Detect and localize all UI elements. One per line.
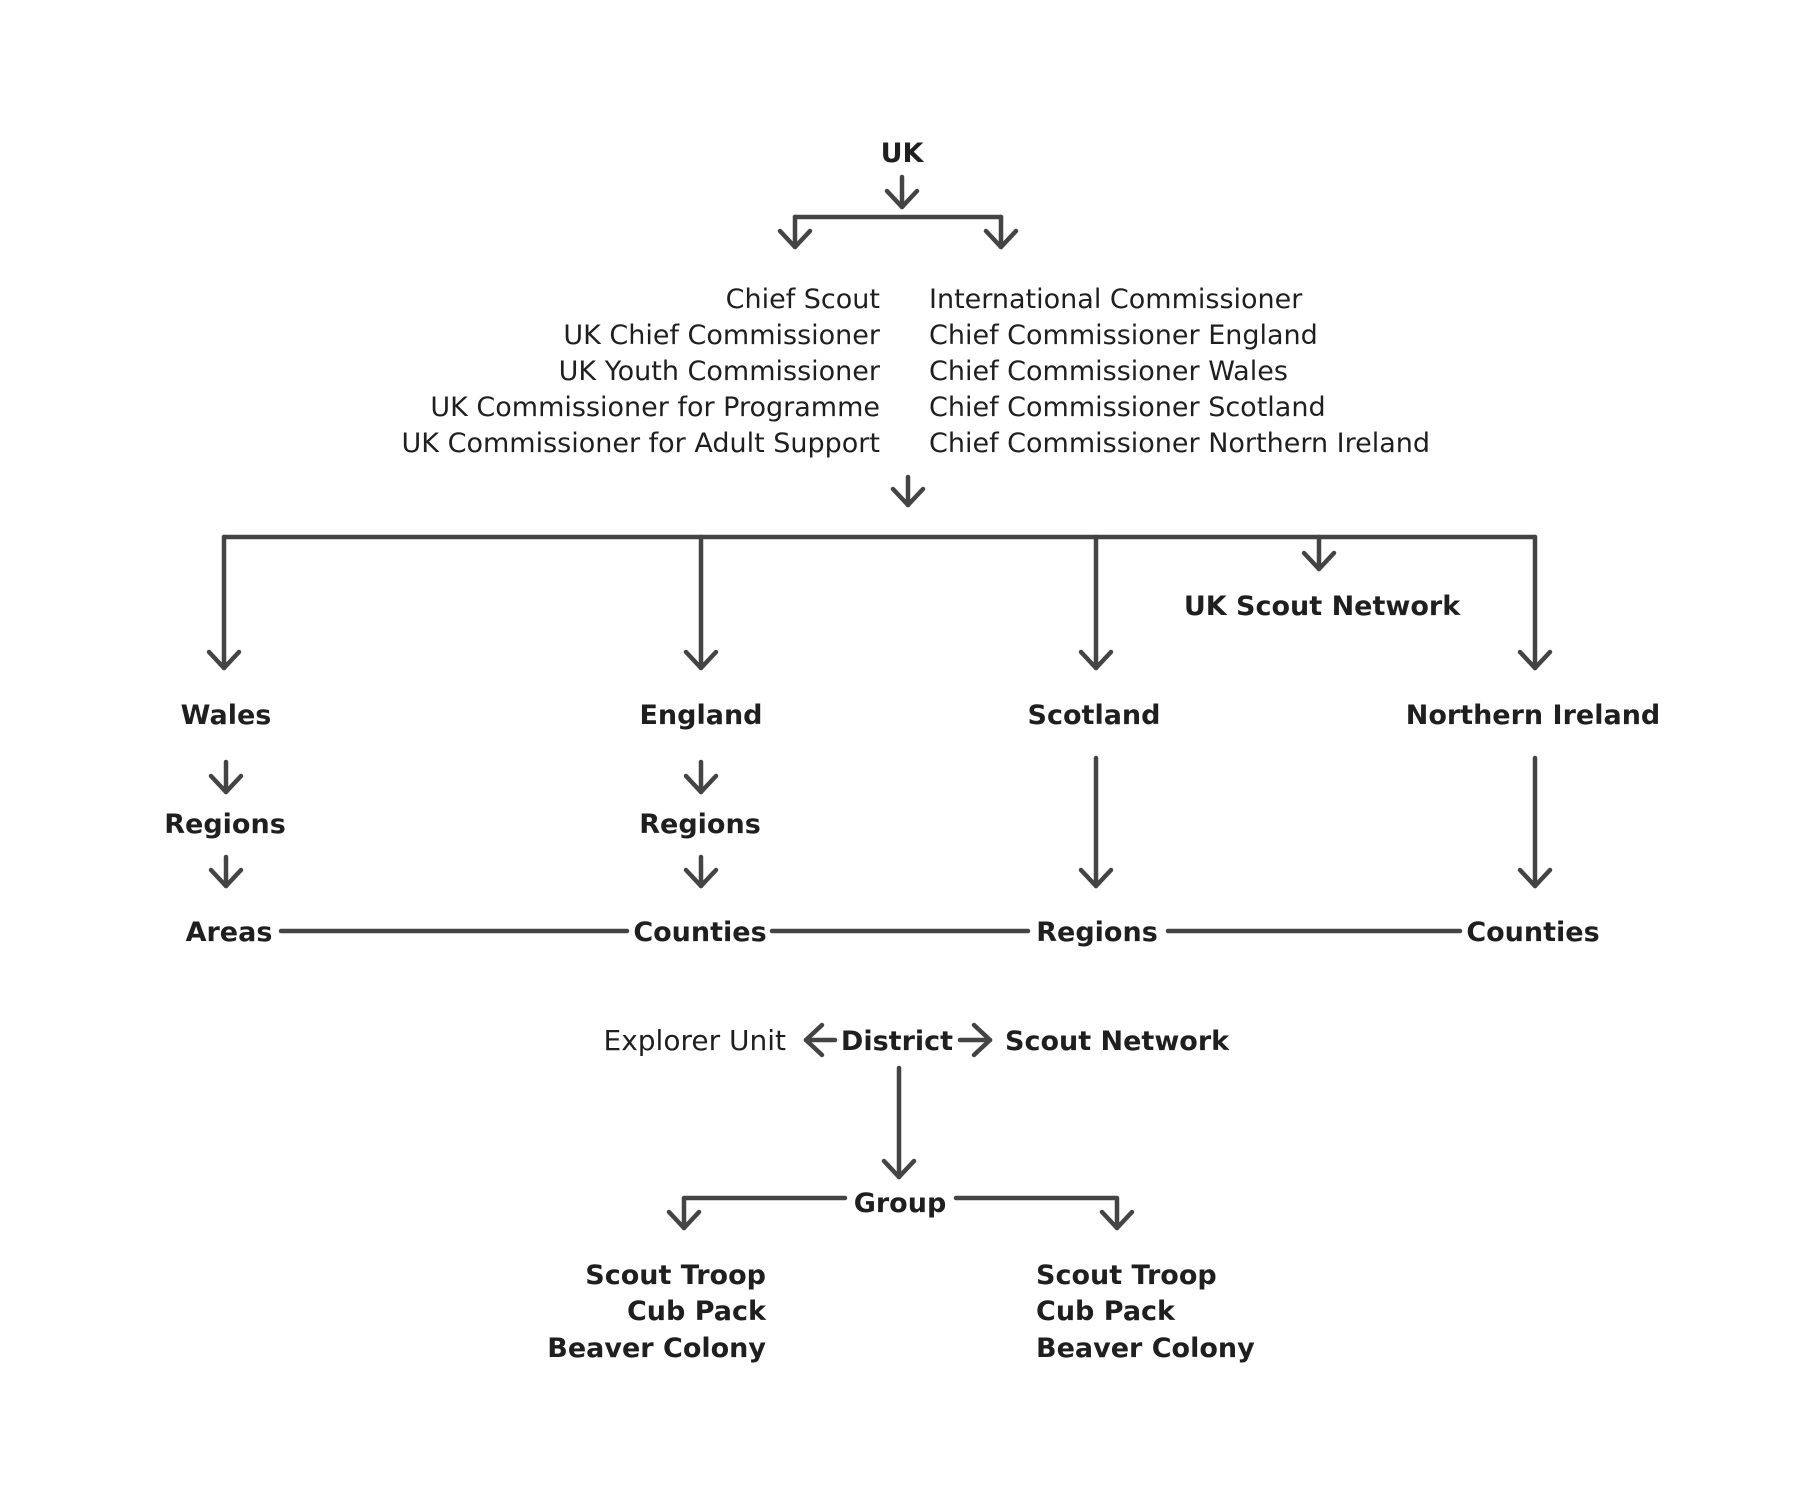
section-scout-troop-right: Scout Troop <box>1036 1260 1217 1291</box>
labels: UK Chief Scout UK Chief Commissioner UK … <box>164 138 1660 1364</box>
role-uk-chief-commissioner: UK Chief Commissioner <box>563 320 881 351</box>
node-explorer-unit: Explorer Unit <box>604 1024 787 1057</box>
role-uk-youth-commissioner: UK Youth Commissioner <box>559 356 881 387</box>
arrowhead-england <box>683 649 719 671</box>
connector-group-left <box>681 1195 848 1231</box>
node-england-regions: Regions <box>639 809 761 840</box>
node-areas: Areas <box>186 917 273 948</box>
node-england-counties: Counties <box>633 917 766 948</box>
role-international-commissioner: International Commissioner <box>929 284 1303 315</box>
arrowhead-wales <box>206 649 242 671</box>
arrowhead-group <box>881 1158 917 1180</box>
node-group: Group <box>854 1188 947 1219</box>
role-chief-commissioner-scotland: Chief Commissioner Scotland <box>929 392 1326 423</box>
section-beaver-colony-right: Beaver Colony <box>1036 1333 1255 1364</box>
node-district: District <box>841 1026 953 1057</box>
connector-group-right <box>953 1195 1120 1231</box>
arrowhead-ni-counties <box>1517 867 1553 889</box>
arrowhead-sections-right <box>1099 1209 1135 1231</box>
leadership-right-list: International Commissioner Chief Commiss… <box>929 284 1430 459</box>
arrowhead-wales-regions <box>208 773 244 795</box>
arrowhead-uk-scout-network <box>1301 550 1337 572</box>
node-scotland-regions: Regions <box>1036 917 1158 948</box>
arrowhead-leadership-left <box>777 228 813 250</box>
arrowhead-leadership-right <box>983 228 1019 250</box>
node-england: England <box>639 700 762 731</box>
section-beaver-colony-left: Beaver Colony <box>547 1333 766 1364</box>
connectors <box>206 174 1553 1231</box>
section-scout-troop-left: Scout Troop <box>585 1260 766 1291</box>
role-chief-commissioner-england: Chief Commissioner England <box>929 320 1318 351</box>
arrowhead-scout-network <box>971 1022 993 1058</box>
section-cub-pack-left: Cub Pack <box>627 1296 767 1327</box>
node-scout-network: Scout Network <box>1005 1026 1230 1057</box>
arrowhead-england-regions <box>683 773 719 795</box>
node-northern-ireland: Northern Ireland <box>1406 700 1661 731</box>
node-wales: Wales <box>181 700 272 731</box>
node-ni-counties: Counties <box>1466 917 1599 948</box>
leadership-left-list: Chief Scout UK Chief Commissioner UK You… <box>402 284 881 459</box>
sections-left-list: Scout Troop Cub Pack Beaver Colony <box>547 1260 767 1364</box>
role-chief-scout: Chief Scout <box>726 284 880 315</box>
arrowhead-scotland-regions <box>1078 867 1114 889</box>
section-cub-pack-right: Cub Pack <box>1036 1296 1176 1327</box>
sections-right-list: Scout Troop Cub Pack Beaver Colony <box>1036 1260 1255 1364</box>
role-chief-commissioner-northern-ireland: Chief Commissioner Northern Ireland <box>929 428 1430 459</box>
arrowhead-scotland <box>1078 649 1114 671</box>
arrowhead-uk <box>884 188 920 210</box>
node-uk-scout-network: UK Scout Network <box>1184 591 1461 622</box>
arrowhead-northern-ireland <box>1517 649 1553 671</box>
arrowhead-sections-left <box>666 1209 702 1231</box>
node-uk: UK <box>881 138 925 169</box>
role-uk-commissioner-programme: UK Commissioner for Programme <box>430 392 880 423</box>
arrowhead-explorer-unit <box>803 1022 825 1058</box>
arrowhead-england-counties <box>683 867 719 889</box>
role-chief-commissioner-wales: Chief Commissioner Wales <box>929 356 1288 387</box>
arrowhead-leadership-down <box>890 486 926 508</box>
role-uk-commissioner-adult-support: UK Commissioner for Adult Support <box>402 428 880 459</box>
node-wales-regions: Regions <box>164 809 286 840</box>
arrowhead-wales-areas <box>208 867 244 889</box>
node-scotland: Scotland <box>1028 700 1161 731</box>
